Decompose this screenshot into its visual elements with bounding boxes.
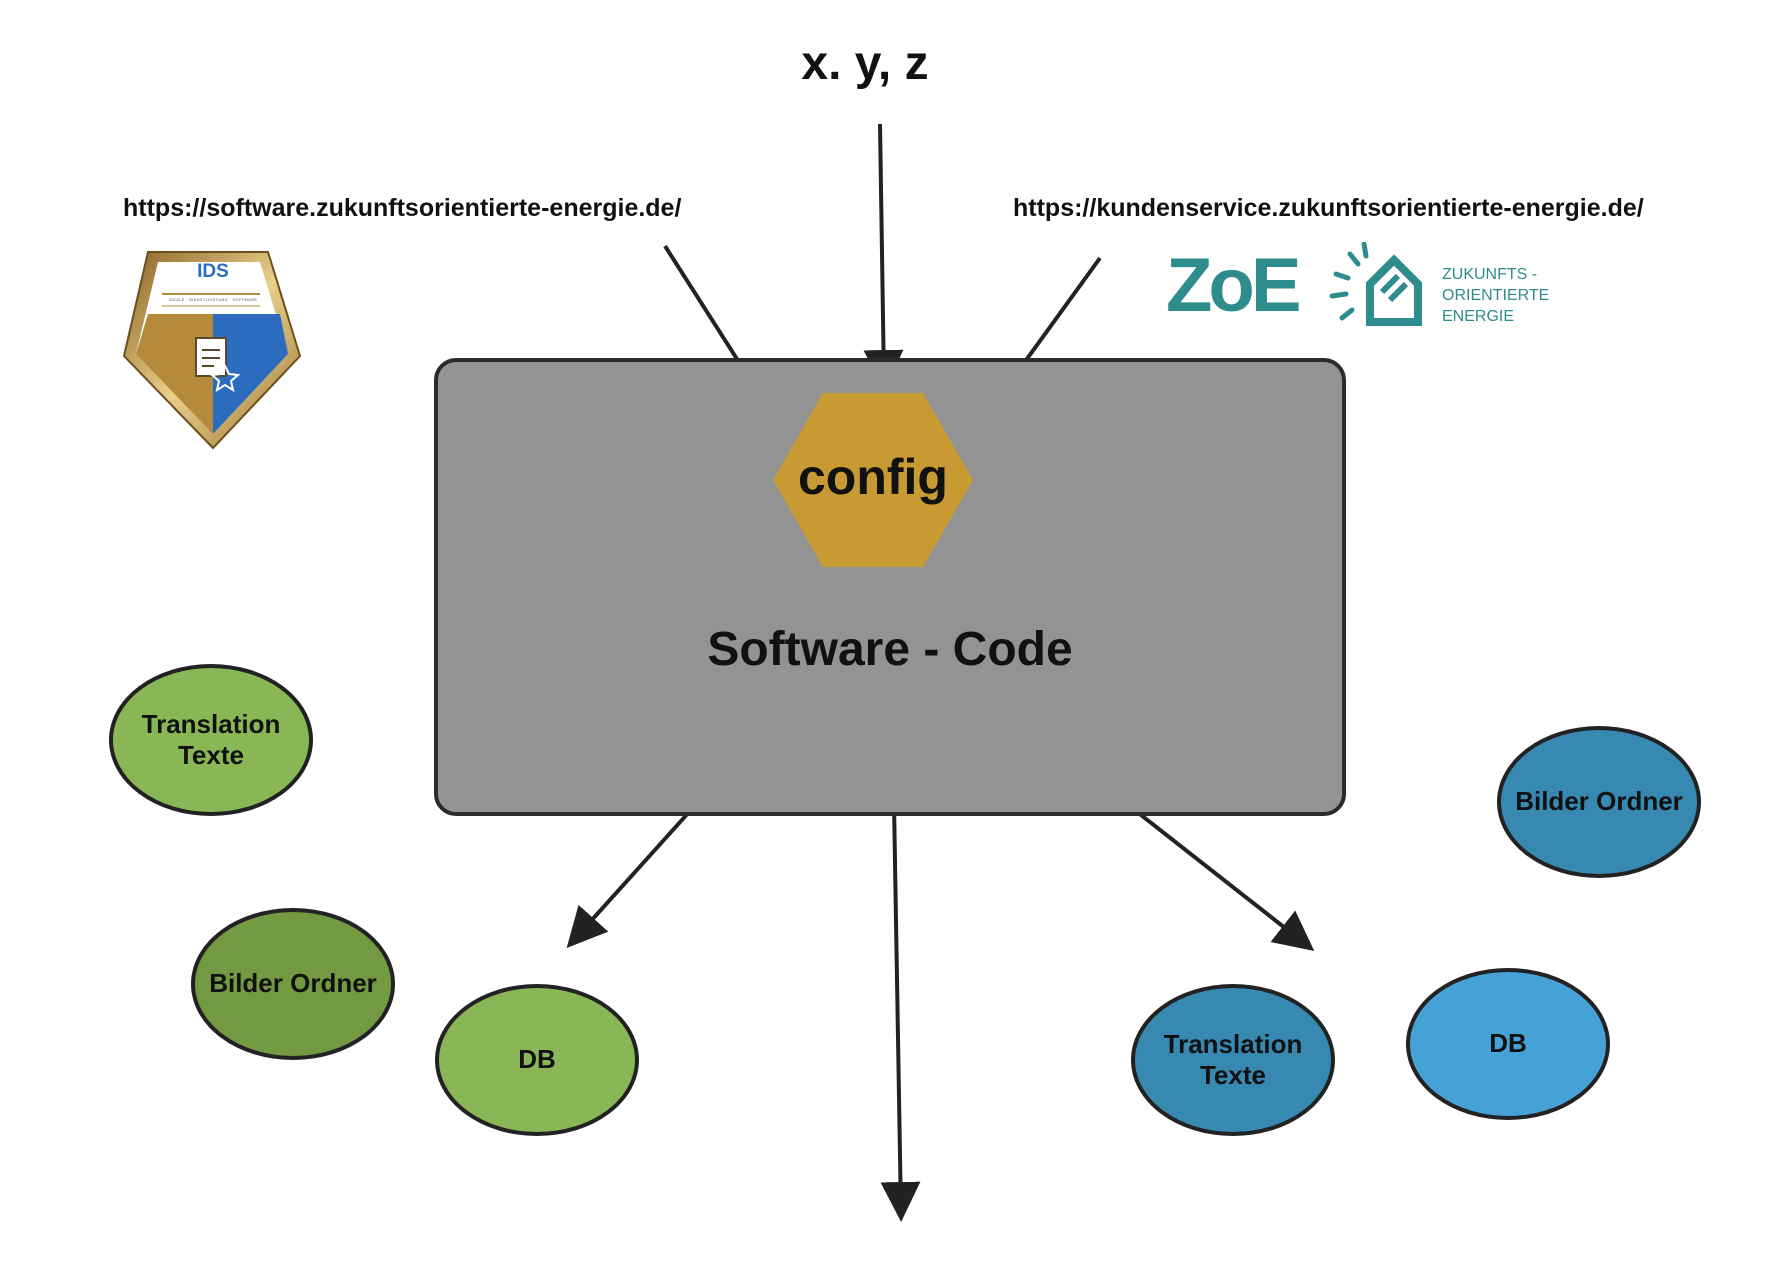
right-translation-node[interactable]: Translation Texte	[1131, 984, 1335, 1136]
left-translation-line1: Translation	[141, 708, 281, 739]
left-images-label: Bilder Ordner	[209, 968, 377, 999]
config-label: config	[798, 449, 948, 505]
zoe-tagline-line1: ZUKUNFTS -	[1442, 266, 1538, 283]
ids-logo-title: IDS	[197, 261, 229, 282]
ids-logo	[122, 251, 302, 450]
right-images-node[interactable]: Bilder Ordner	[1497, 726, 1701, 878]
left-translation-node[interactable]: Translation Texte	[109, 664, 313, 816]
left-translation-line2: Texte	[177, 740, 244, 770]
top-label: x. y, z	[801, 37, 929, 90]
right-db-label: DB	[1489, 1028, 1527, 1059]
ids-logo-subtitle: IDEALE · DIENSTLEISTUNG · SOFTWARE	[168, 297, 258, 302]
zoe-tagline-line2: ORIENTIERTE	[1442, 287, 1550, 304]
right-translation-line1: Translation	[1163, 1028, 1303, 1059]
left-db-label: DB	[518, 1044, 556, 1075]
kundenservice-url[interactable]: https://kundenservice.zukunftsorientiert…	[1013, 194, 1644, 222]
arrow-top-to-config	[863, 123, 904, 390]
software-url[interactable]: https://software.zukunftsorientierte-ene…	[123, 194, 682, 222]
right-images-label: Bilder Ordner	[1515, 786, 1683, 817]
left-db-node[interactable]: DB	[435, 984, 639, 1136]
software-code-label: Software - Code	[707, 623, 1073, 676]
zoe-tagline: ZUKUNFTS - ORIENTIERTE ENERGIE	[1442, 264, 1549, 327]
arrow-code-down	[880, 743, 921, 1222]
left-images-node[interactable]: Bilder Ordner	[191, 908, 395, 1060]
zoe-tagline-line3: ENERGIE	[1442, 308, 1515, 325]
right-db-node[interactable]: DB	[1406, 968, 1610, 1120]
zoe-wordmark: ZoE	[1166, 243, 1302, 328]
right-translation-line2: Texte	[1199, 1060, 1266, 1090]
plug-house-icon	[1329, 242, 1422, 326]
